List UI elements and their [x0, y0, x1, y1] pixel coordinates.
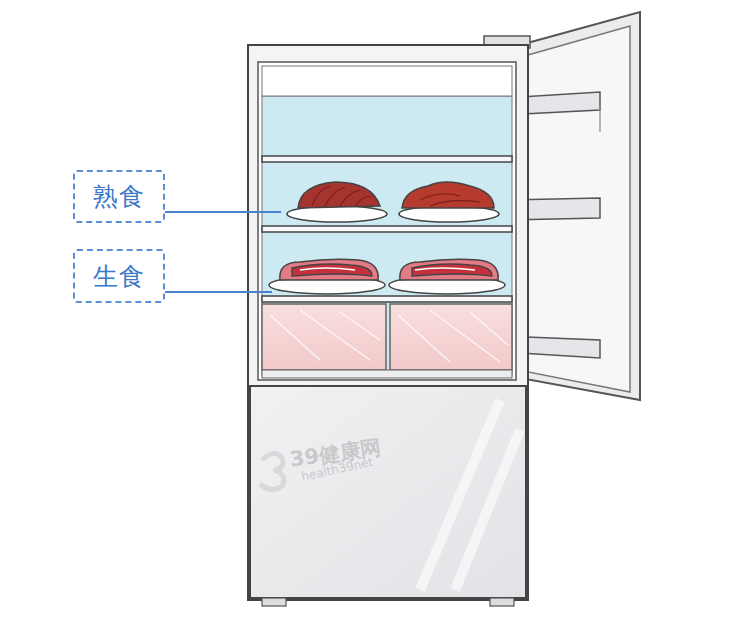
dashed-label-box: 熟食	[73, 170, 165, 223]
leader-line	[165, 211, 281, 213]
dashed-label-box: 生食	[73, 249, 165, 303]
label-text: 熟食	[93, 180, 145, 213]
label-text: 生食	[93, 260, 145, 293]
leader-line	[165, 291, 272, 293]
watermark-logo	[260, 453, 284, 489]
